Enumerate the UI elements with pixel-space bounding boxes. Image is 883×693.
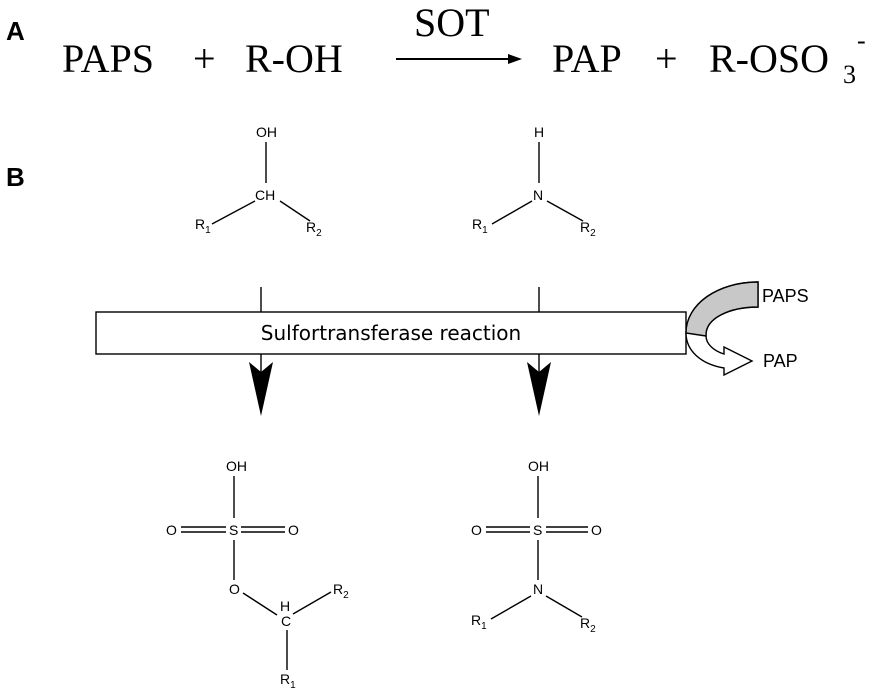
atom-s: S xyxy=(229,522,238,538)
atom-o-ester: O xyxy=(229,581,240,597)
atom-r1: R1 xyxy=(471,612,487,632)
atom-oh: OH xyxy=(528,458,549,474)
atom-o-right: O xyxy=(288,522,299,538)
sulfate-charge: - xyxy=(857,26,866,55)
sulfotransferase-reaction-box: Sulfortransferase reaction xyxy=(95,311,687,355)
atom-h: H xyxy=(280,598,290,614)
reaction-equation: PAPS + R-OH SOT PAP + R-OSO 3 - xyxy=(62,0,866,89)
cofactor-paps-label: PAPS xyxy=(762,286,809,306)
sulfate-subscript: 3 xyxy=(843,60,856,89)
atom-r1: R1 xyxy=(472,216,488,236)
bond-o-c xyxy=(242,592,278,616)
bond-c-r1 xyxy=(211,200,256,225)
amine-substrate-structure: H N R1 R2 xyxy=(472,124,596,239)
bond-n-r1 xyxy=(491,200,533,225)
bond-n-r2 xyxy=(545,595,583,618)
alkyl-sulfate-product-structure: OH O S O O H C R2 R1 xyxy=(166,458,349,691)
atom-r2: R2 xyxy=(333,581,349,601)
atom-n: N xyxy=(533,187,543,203)
atom-r2: R2 xyxy=(580,615,596,635)
bond-n-r2 xyxy=(546,200,584,222)
panel-a-label: A xyxy=(6,16,25,46)
down-arrow-left xyxy=(249,362,273,416)
bond-c-r2 xyxy=(279,200,311,222)
atom-oh: OH xyxy=(256,124,277,140)
cofactor-pap-label: PAP xyxy=(763,351,798,371)
atom-r2: R2 xyxy=(580,219,596,239)
atom-r2: R2 xyxy=(306,219,322,239)
sulfamate-product-structure: OH O S O N R1 R2 xyxy=(471,458,602,635)
product-pap: PAP xyxy=(552,36,622,81)
reactant-r-oh: R-OH xyxy=(245,36,343,81)
plus-sign-right: + xyxy=(655,36,678,81)
cofactor-curved-arrow xyxy=(685,281,759,377)
reaction-box-label: Sulfortransferase reaction xyxy=(261,321,521,345)
atom-s: S xyxy=(533,522,542,538)
reaction-arrow xyxy=(396,54,522,64)
alcohol-substrate-structure: OH CH R1 R2 xyxy=(195,124,322,239)
down-arrow-right xyxy=(527,362,551,416)
bond-c-r2 xyxy=(292,591,332,615)
atom-h: H xyxy=(534,124,544,140)
atom-n: N xyxy=(533,581,543,597)
atom-o-left: O xyxy=(166,522,177,538)
atom-r1: R1 xyxy=(280,671,296,691)
product-sulfate-ester: R-OSO xyxy=(709,36,829,81)
atom-r1: R1 xyxy=(195,216,211,236)
plus-sign-left: + xyxy=(193,36,216,81)
panel-b-label: B xyxy=(6,162,25,192)
atom-o-right: O xyxy=(591,522,602,538)
atom-c: C xyxy=(281,613,291,629)
atom-ch: CH xyxy=(255,187,275,203)
bond-n-r1 xyxy=(490,595,532,620)
atom-oh: OH xyxy=(226,458,247,474)
enzyme-sot-label: SOT xyxy=(414,0,490,45)
reactant-paps: PAPS xyxy=(62,36,154,81)
atom-o-left: O xyxy=(471,522,482,538)
